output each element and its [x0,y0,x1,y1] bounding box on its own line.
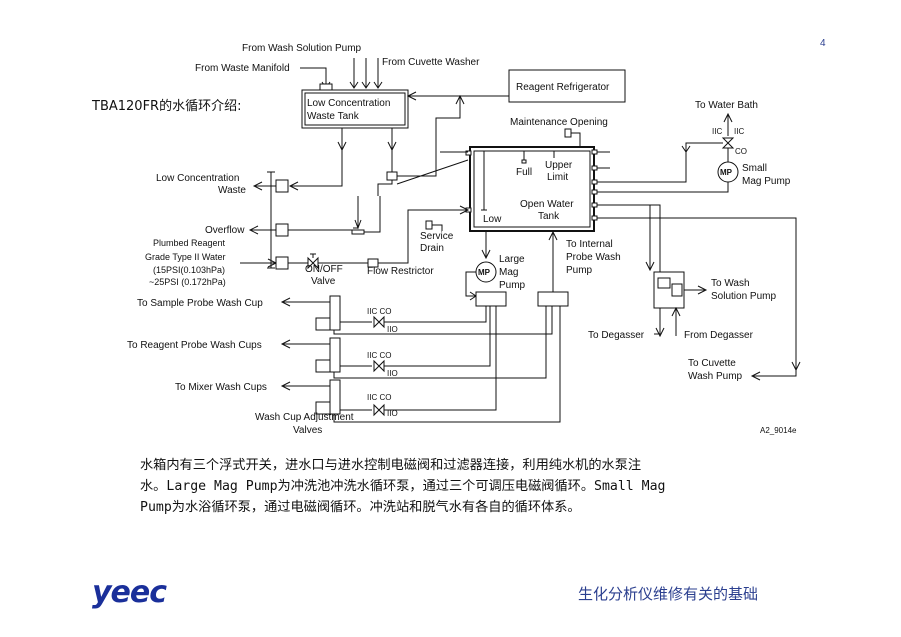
wash-solution-input-arrow [349,58,359,89]
footer-title: 生化分析仪维修有关的基础 [578,585,759,603]
description-line-2: 水。Large Mag Pump为冲洗池冲洗水循环泵，通过三个可调压电磁阀循环。… [140,479,666,494]
description-line-3: Pump为水浴循环泵，通过电磁阀循环。冲洗站和脱气水有各自的循环体系。 [140,500,581,515]
intro-heading: TBA120FR的水循环介绍: [92,99,242,114]
label-low: Low [483,214,502,225]
wash-cup-valve-1 [373,315,385,329]
wash-cup-valve-2 [373,359,385,373]
description: 水箱内有三个浮式开关，进水口与进水控制电磁阀和过滤器连接，利用纯水机的水泵注 水… [140,455,800,518]
label-iio-3: IIO [387,409,398,418]
label-to-wash-solution-pump-2: Solution Pump [711,291,776,302]
label-full: Full [516,167,532,178]
label-from-cuvette-washer: From Cuvette Washer [382,57,480,68]
low-concentration-waste-tank [301,89,409,129]
waste-tank-outlet [337,128,347,152]
label-low-conc-waste-tank-2: Waste Tank [307,111,360,122]
large-pump-manifold [475,291,507,307]
label-overflow: Overflow [205,225,245,236]
label-iic-left: IIC [712,127,722,136]
label-maintenance-opening: Maintenance Opening [510,117,608,128]
label-to-sample-probe-wash-cup: To Sample Probe Wash Cup [137,298,263,309]
label-to-wash-solution-pump-1: To Wash [711,278,750,289]
label-large-mag-pump-2: Mag [499,267,518,278]
label-from-wash-solution-pump: From Wash Solution Pump [242,43,362,54]
label-large-mp: MP [478,268,491,277]
label-low-conc-waste-2: Waste [218,185,246,196]
label-to-cuvette-wash-pump-2: Wash Pump [688,371,743,382]
label-iic-co-2: IIC CO [367,351,391,360]
label-open-water-tank-2: Tank [538,211,560,222]
label-small-mp: MP [720,168,733,177]
page-number: 4 [820,38,826,49]
label-iio-2: IIO [387,369,398,378]
label-low-conc-waste-tank-1: Low Concentration [307,98,390,109]
label-service-drain-1: Service [420,231,454,242]
label-to-water-bath: To Water Bath [695,100,758,111]
label-low-conc-waste-1: Low Concentration [156,173,239,184]
waste-manifold-line [300,67,327,88]
label-to-cuvette-wash-pump-1: To Cuvette [688,358,736,369]
label-iic-right: IIC [734,127,744,136]
label-grade-type-ii: Grade Type II Water [145,252,226,262]
label-co: CO [735,147,747,156]
on-off-valve [307,256,319,270]
label-open-water-tank-1: Open Water [520,199,574,210]
label-flow-restrictor: Flow Restrictor [367,266,434,277]
label-iic-co-1: IIC CO [367,307,391,316]
label-wash-cup-adjustment-2: Valves [293,425,322,436]
label-upper-limit-1: Upper [545,160,573,171]
label-psi-25: ~25PSI (0.172hPa) [149,277,226,287]
wash-cup-valve-3 [373,403,385,417]
label-on-off-valve-2: Valve [311,276,336,287]
label-to-internal-probe-3: Pump [566,265,593,276]
yeec-logo: yeec [92,575,167,610]
label-small-mag-pump-2: Mag Pump [742,176,791,187]
label-to-reagent-probe-wash-cups: To Reagent Probe Wash Cups [127,340,262,351]
reagent-refrigerator [508,69,626,103]
label-from-degasser: From Degasser [684,330,754,341]
return-manifold [537,291,569,307]
label-large-mag-pump-1: Large [499,254,525,265]
label-wash-cup-adjustment-1: Wash Cup Adjustment [255,412,354,423]
label-psi-15: (15PSI(0.103hPa) [153,265,225,275]
service-drain-port [425,220,433,230]
label-plumbed-reagent: Plumbed Reagent [153,238,226,248]
label-to-mixer-wash-cups: To Mixer Wash Cups [175,382,267,393]
label-to-degasser: To Degasser [588,330,645,341]
label-large-mag-pump-3: Pump [499,280,526,291]
open-water-tank [469,146,595,232]
figure-code: A2_9014e [760,426,797,435]
label-from-waste-manifold: From Waste Manifold [195,63,290,74]
label-reagent-refrigerator: Reagent Refrigerator [516,82,610,93]
label-iio-1: IIO [387,325,398,334]
label-to-internal-probe-2: Probe Wash [566,252,621,263]
maintenance-opening-port [564,128,572,138]
label-on-off-valve-1: ON/OFF [305,264,343,275]
label-to-internal-probe-1: To Internal [566,239,613,250]
label-small-mag-pump-1: Small [742,163,767,174]
cuvette-washer-input-arrow [373,58,383,89]
description-line-1: 水箱内有三个浮式开关，进水口与进水控制电磁阀和过滤器连接，利用纯水机的水泵注 [140,458,642,473]
label-iic-co-3: IIC CO [367,393,391,402]
label-service-drain-2: Drain [420,243,444,254]
degasser-manifold [653,271,685,309]
water-bath-valve [721,137,735,149]
label-upper-limit-2: Limit [547,172,568,183]
